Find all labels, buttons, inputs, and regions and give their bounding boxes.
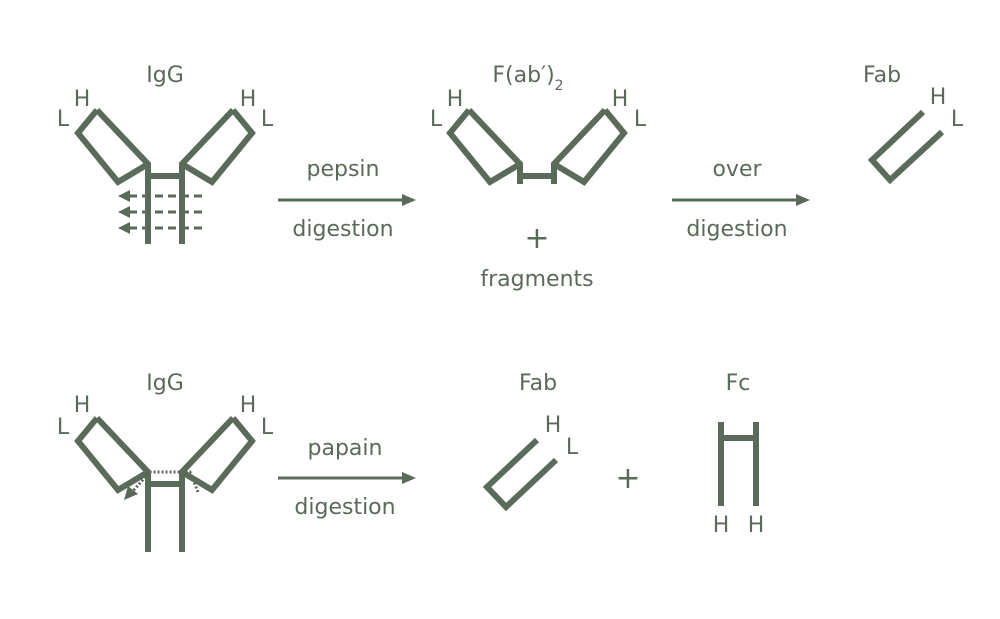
light-chain-label-left: L bbox=[430, 107, 443, 132]
light-chain-label-left: L bbox=[57, 107, 70, 132]
plus-sign: + bbox=[615, 461, 640, 496]
heavy-chain-label-left: H bbox=[74, 393, 91, 418]
papain-digestion-arrow: papain digestion bbox=[278, 436, 416, 520]
igg-antibody-top: IgG H L H L bbox=[57, 63, 274, 244]
fab-arm bbox=[482, 437, 559, 512]
left-fab-arm bbox=[446, 107, 523, 186]
over-label: over bbox=[712, 157, 762, 182]
pepsin-digestion-arrow: pepsin digestion bbox=[278, 157, 416, 242]
right-fab-arm bbox=[179, 107, 256, 244]
light-chain-label: L bbox=[566, 435, 579, 460]
plus-sign: + bbox=[524, 221, 549, 256]
light-chain-label-right: L bbox=[634, 107, 647, 132]
right-fab-arm bbox=[551, 107, 628, 186]
fc-fragment: Fc H H bbox=[713, 371, 765, 538]
right-fab-arm bbox=[179, 415, 256, 552]
igg-label: IgG bbox=[146, 371, 184, 396]
left-fab-arm bbox=[74, 415, 151, 552]
papain-cleavage-site bbox=[124, 470, 200, 500]
arrow-head-icon bbox=[796, 194, 810, 206]
igg-antibody-bottom: IgG H L H L bbox=[57, 371, 274, 552]
cleavage-arrow-icon bbox=[124, 486, 138, 500]
heavy-chain-label-right: H bbox=[748, 513, 765, 538]
fc-label: Fc bbox=[726, 371, 751, 396]
papain-row: IgG H L H L papain digestion Fab H L bbox=[57, 371, 764, 552]
digestion-label: digestion bbox=[686, 217, 787, 242]
heavy-chain-label-left: H bbox=[447, 87, 464, 112]
light-chain-label-left: L bbox=[57, 415, 70, 440]
digestion-label: digestion bbox=[292, 217, 393, 242]
pepsin-cleavage-sites bbox=[118, 190, 202, 234]
heavy-chain-label-right: H bbox=[240, 87, 257, 112]
igg-label: IgG bbox=[146, 63, 184, 88]
light-chain-label-right: L bbox=[261, 415, 274, 440]
heavy-chain-label-left: H bbox=[713, 513, 730, 538]
arrow-head-icon bbox=[402, 472, 416, 484]
fab-fragment-top: Fab H L bbox=[863, 63, 964, 185]
pepsin-label: pepsin bbox=[307, 157, 380, 182]
arrow-head-icon bbox=[402, 194, 416, 206]
digestion-label: digestion bbox=[294, 495, 395, 520]
fab-arm bbox=[867, 109, 945, 185]
heavy-chain-label: H bbox=[930, 85, 947, 110]
heavy-chain-label: H bbox=[545, 413, 562, 438]
heavy-chain-label-right: H bbox=[612, 87, 629, 112]
fab2-label: F(ab′)2 bbox=[492, 63, 563, 94]
fc-chains bbox=[718, 422, 759, 506]
heavy-chain-label-right: H bbox=[240, 393, 257, 418]
light-chain-label-right: L bbox=[261, 107, 274, 132]
fab-fragment-bottom: Fab H L bbox=[482, 371, 579, 512]
fab2-fragment: F(ab′)2 H L H L + fragments bbox=[430, 63, 647, 292]
over-digestion-arrow: over digestion bbox=[672, 157, 810, 242]
papain-label: papain bbox=[308, 436, 383, 461]
fab-label: Fab bbox=[863, 63, 901, 88]
light-chain-label: L bbox=[951, 107, 964, 132]
pepsin-row: IgG H L H L pepsin bbox=[57, 63, 964, 292]
fab-label: Fab bbox=[519, 371, 557, 396]
fragments-label: fragments bbox=[480, 267, 593, 292]
heavy-chain-label-left: H bbox=[74, 87, 91, 112]
left-fab-arm bbox=[74, 107, 151, 244]
